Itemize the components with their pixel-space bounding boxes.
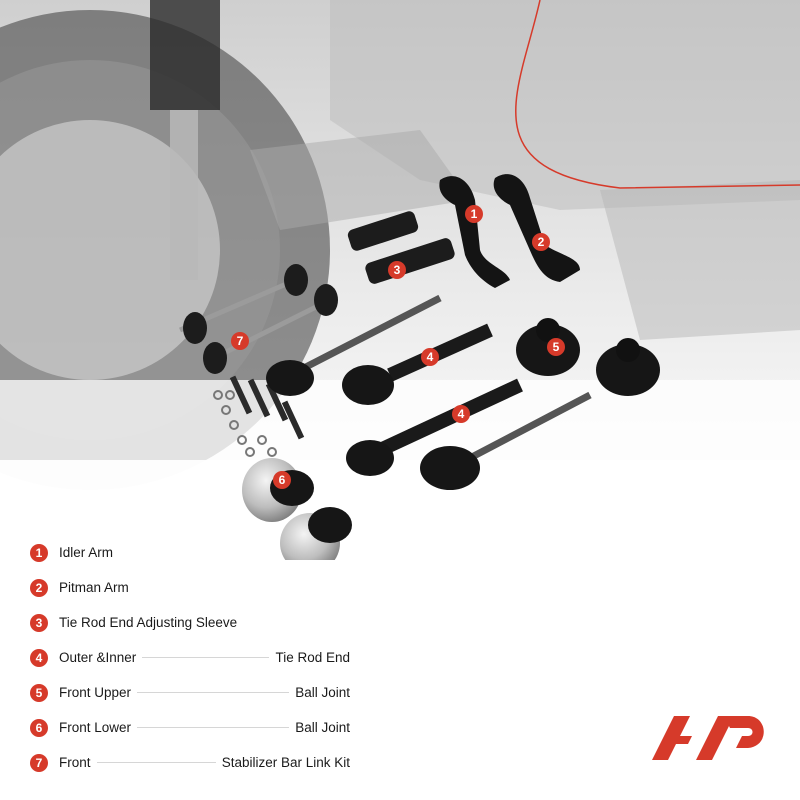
legend-label-right: Ball Joint [295,685,350,700]
callout-2: 2 [532,233,550,251]
leader-line [142,657,270,658]
legend-number-badge: 4 [30,648,48,667]
vehicle-background [0,0,800,560]
legend-label: Idler Arm [59,545,114,560]
legend-number-badge: 3 [30,613,48,632]
legend-item-tie-rod-end: 4 Outer &Inner Tie Rod End [30,640,350,675]
legend-item-pitman-arm: 2 Pitman Arm [30,570,350,605]
legend-label-right: Ball Joint [295,720,350,735]
svg-text:3: 3 [394,263,401,277]
callout-6: 6 [273,471,291,489]
svg-text:5: 5 [553,340,560,354]
svg-text:2: 2 [538,235,545,249]
a-premium-logo-icon [652,710,772,762]
legend-number-badge: 6 [30,718,48,737]
svg-text:4: 4 [427,350,434,364]
callout-3: 3 [388,261,406,279]
legend-label-right: Stabilizer Bar Link Kit [221,755,350,770]
svg-text:6: 6 [279,473,286,487]
legend-number-badge: 7 [30,753,48,772]
legend-label: Front [59,755,91,770]
svg-text:1: 1 [471,207,478,221]
legend-label: Front Upper [59,685,132,700]
legend-label: Pitman Arm [59,580,129,595]
callout-4-inner: 4 [452,405,470,423]
legend-label: Outer &Inner [59,650,137,665]
callout-badges: 1 2 3 4 4 5 6 [231,205,565,489]
parts-group [179,174,660,560]
legend-item-adjusting-sleeve: 3 Tie Rod End Adjusting Sleeve [30,605,350,640]
legend-label: Tie Rod End Adjusting Sleeve [59,615,238,630]
leader-line [96,762,216,763]
product-photo: 1 2 3 4 4 5 6 [0,0,800,560]
legend-label: Front Lower [59,720,132,735]
callout-4-outer: 4 [421,348,439,366]
legend-item-upper-ball-joint: 5 Front Upper Ball Joint [30,675,350,710]
callout-7: 7 [231,332,249,350]
svg-text:4: 4 [458,407,465,421]
legend-number-badge: 2 [30,578,48,597]
legend-label-right: Tie Rod End [275,650,350,665]
accent-curve [515,0,800,189]
legend-item-idler-arm: 1 Idler Arm [30,535,350,570]
legend-number-badge: 1 [30,543,48,562]
parts-legend: 1 Idler Arm 2 Pitman Arm 3 Tie Rod End A… [30,535,350,780]
svg-text:7: 7 [237,334,244,348]
callout-1: 1 [465,205,483,223]
legend-item-lower-ball-joint: 6 Front Lower Ball Joint [30,710,350,745]
callout-5: 5 [547,338,565,356]
legend-number-badge: 5 [30,683,48,702]
legend-item-stabilizer-link: 7 Front Stabilizer Bar Link Kit [30,745,350,780]
leader-line [137,692,290,693]
leader-line [137,727,290,728]
